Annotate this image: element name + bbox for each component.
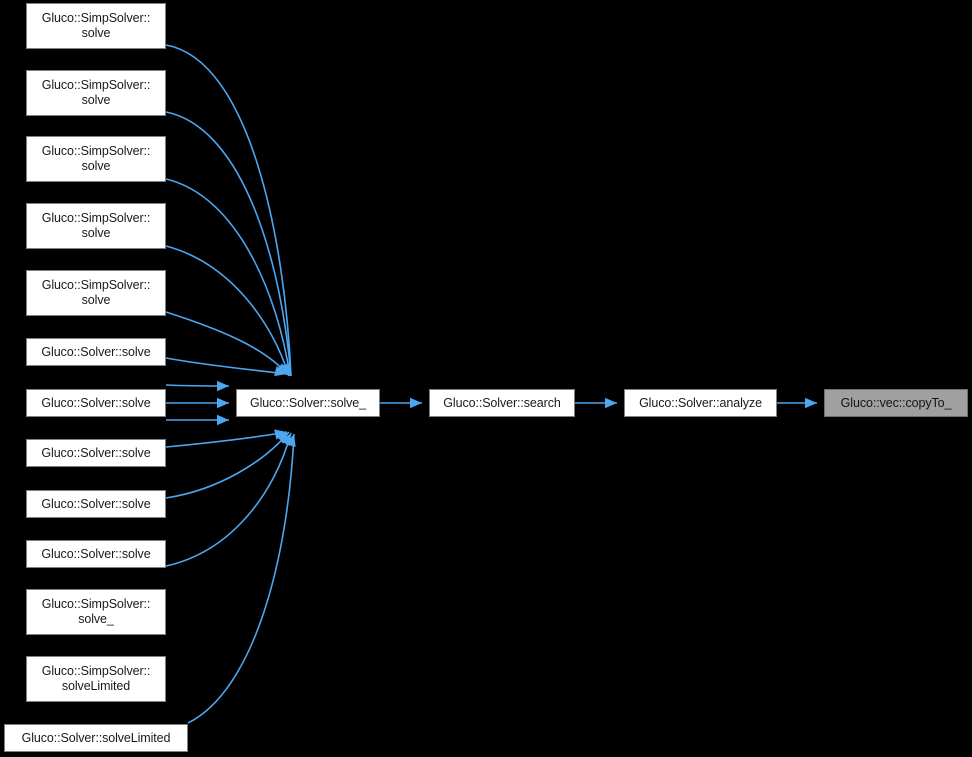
arrowhead xyxy=(805,397,817,409)
chain-node-gluco-solver-search[interactable]: Gluco::Solver::search xyxy=(429,389,575,417)
node-label: Gluco::Solver::solve xyxy=(41,344,151,359)
arrowhead xyxy=(217,414,229,426)
arrowhead xyxy=(276,432,289,444)
node-label: Gluco::Solver::solve xyxy=(41,445,151,460)
caller-node-9[interactable]: Gluco::Solver::solve xyxy=(26,490,166,518)
node-label: Gluco::Solver::search xyxy=(443,395,561,410)
node-label: Gluco::Solver::solve xyxy=(41,496,151,511)
caller-node-5[interactable]: Gluco::SimpSolver:: solve xyxy=(26,270,166,316)
node-label: Gluco::SimpSolver:: solve xyxy=(41,11,151,40)
arrowhead xyxy=(285,434,296,447)
chain-node-gluco-vec-copyto[interactable]: Gluco::vec::copyTo_ xyxy=(824,389,968,417)
edge-c12-to-n_solve_ xyxy=(165,432,292,567)
node-label: Gluco::SimpSolver:: solve xyxy=(41,144,151,173)
caller-node-3[interactable]: Gluco::SimpSolver:: solve xyxy=(26,136,166,182)
node-label: Gluco::SimpSolver:: solveLimited xyxy=(41,664,151,693)
arrowhead xyxy=(281,363,292,376)
caller-node-12[interactable]: Gluco::SimpSolver:: solveLimited xyxy=(26,656,166,702)
arrowhead xyxy=(410,397,422,409)
edge-c11-to-n_solve_ xyxy=(165,431,290,499)
caller-node-10[interactable]: Gluco::Solver::solve xyxy=(26,540,166,568)
arrowhead xyxy=(274,366,287,377)
edge-c6-to-n_solve_ xyxy=(165,357,288,375)
caller-node-2[interactable]: Gluco::SimpSolver:: solve xyxy=(26,70,166,116)
edge-c5-to-n_solve_ xyxy=(165,311,289,376)
node-label: Gluco::Solver::solve_ xyxy=(249,395,366,410)
caller-node-1[interactable]: Gluco::SimpSolver:: solve xyxy=(26,3,166,49)
node-label: Gluco::Solver::solve xyxy=(41,395,151,410)
edge-c4-to-n_solve_ xyxy=(165,245,290,377)
edge-c13-to-n_solve_ xyxy=(187,433,295,724)
caller-node-7[interactable]: Gluco::Solver::solve xyxy=(26,389,166,417)
node-label: Gluco::Solver::solve xyxy=(41,546,151,561)
node-label: Gluco::vec::copyTo_ xyxy=(840,395,952,410)
arrowhead xyxy=(281,362,291,376)
arrowhead xyxy=(275,363,288,375)
node-label: Gluco::SimpSolver:: solve_ xyxy=(41,597,151,626)
node-label: Gluco::SimpSolver:: solve xyxy=(41,278,151,307)
arrowhead xyxy=(217,380,229,392)
edge-c2-to-n_solve_ xyxy=(165,111,292,377)
caller-node-6[interactable]: Gluco::Solver::solve xyxy=(26,338,166,366)
arrowhead xyxy=(274,429,287,440)
edge-c3-to-n_solve_ xyxy=(165,178,291,377)
arrowhead xyxy=(281,362,291,376)
caller-node-11[interactable]: Gluco::SimpSolver:: solve_ xyxy=(26,589,166,635)
caller-node-4[interactable]: Gluco::SimpSolver:: solve xyxy=(26,203,166,249)
node-label: Gluco::SimpSolver:: solve xyxy=(41,78,151,107)
node-label: Gluco::Solver::solveLimited xyxy=(21,730,171,745)
caller-node-13[interactable]: Gluco::Solver::solveLimited xyxy=(4,724,188,752)
arrowhead xyxy=(217,397,229,409)
edge-c7-to-n_solve_ xyxy=(165,384,230,387)
chain-node-gluco-solver-analyze[interactable]: Gluco::Solver::analyze xyxy=(624,389,777,417)
edge-c10-to-n_solve_ xyxy=(165,431,288,448)
edge-c1-to-n_solve_ xyxy=(165,44,292,377)
node-label: Gluco::SimpSolver:: solve xyxy=(41,211,151,240)
caller-node-8[interactable]: Gluco::Solver::solve xyxy=(26,439,166,467)
arrowhead xyxy=(280,363,291,376)
chain-node-gluco-solver-solve[interactable]: Gluco::Solver::solve_ xyxy=(236,389,380,417)
arrowhead xyxy=(605,397,617,409)
arrowhead xyxy=(280,433,291,447)
node-label: Gluco::Solver::analyze xyxy=(639,395,762,410)
